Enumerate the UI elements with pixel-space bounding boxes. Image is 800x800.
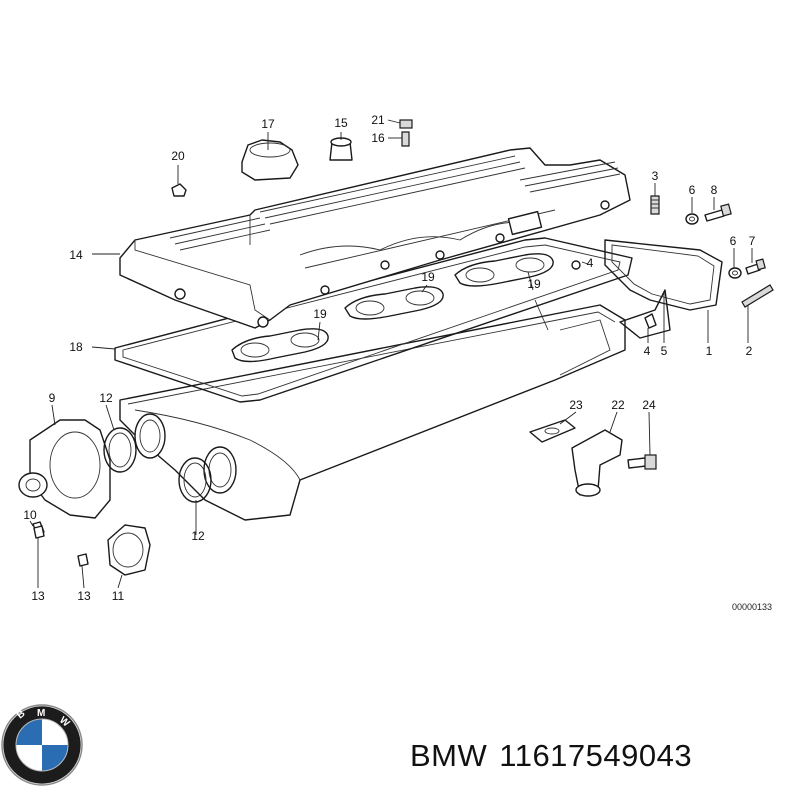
callout-label: 19 [421,270,435,284]
callout-label: 4 [644,344,651,358]
callout-label: 5 [661,344,668,358]
valve-cover [119,147,631,329]
spark-plug-seals [231,253,554,363]
bolt-13a [33,525,45,539]
gasket-23 [529,419,576,443]
o-ring-12a [103,427,137,473]
oil-filler-cap [241,139,299,181]
callout-label: 19 [313,307,327,321]
callout-label: 12 [99,391,113,405]
callout-label: 17 [261,117,275,131]
callout-label: 8 [711,183,718,197]
part-number: 11617549043 [499,738,693,773]
cover-11 [107,524,151,576]
callout-label: 14 [69,248,83,262]
stud-3 [650,195,660,215]
callout-label: 24 [642,398,656,412]
bolt-24 [627,454,657,470]
callout-label: 12 [191,529,205,543]
callout-label: 16 [371,131,385,145]
washer-6b [728,267,742,279]
callout-label: 13 [77,589,91,603]
nut-20 [171,183,187,197]
o-ring-12b [178,457,212,503]
callout-label: 1 [706,344,713,358]
washer-6a [685,213,699,225]
stud-2 [741,284,774,308]
timing-cover-gasket [604,239,723,339]
seal-4 [571,260,657,329]
callout-label: 2 [746,344,753,358]
drawing-number: 00000133 [732,602,772,612]
svg-text:M: M [37,708,45,719]
callout-label: 13 [31,589,45,603]
callout-label: 4 [587,256,594,270]
cover-gasket [114,237,633,403]
callout-label: 11 [112,589,125,603]
housing-9 [18,419,111,519]
callout-label: 6 [730,234,737,248]
nut-21 [399,119,413,129]
intake-manifold [119,299,626,521]
callout-label: 7 [749,234,756,248]
callout-label: 19 [527,277,541,291]
callout-label: 22 [611,398,625,412]
bolt-8 [704,203,732,222]
callout-label: 18 [69,340,83,354]
callout-label: 20 [171,149,185,163]
callout-label: 21 [371,113,385,127]
grommet-15 [329,137,353,161]
callout-label: 10 [23,508,37,522]
callout-label: 3 [652,169,659,183]
brand-name: BMW [410,738,488,773]
bmw-logo: B M W [1,704,83,786]
leader-lines [29,119,753,589]
bolt-13b [77,553,89,567]
callout-labels: 1 2 3 4 4 5 6 6 7 8 9 10 11 12 12 13 13 … [23,113,755,603]
stud-16 [401,131,410,147]
elbow-22 [571,429,623,497]
callout-label: 23 [569,398,583,412]
bolt-7 [745,258,766,275]
part-number-caption: BMW 11617549043 [410,738,704,774]
callout-label: 15 [334,116,348,130]
callout-label: 6 [689,183,696,197]
callout-label: 9 [49,391,56,405]
